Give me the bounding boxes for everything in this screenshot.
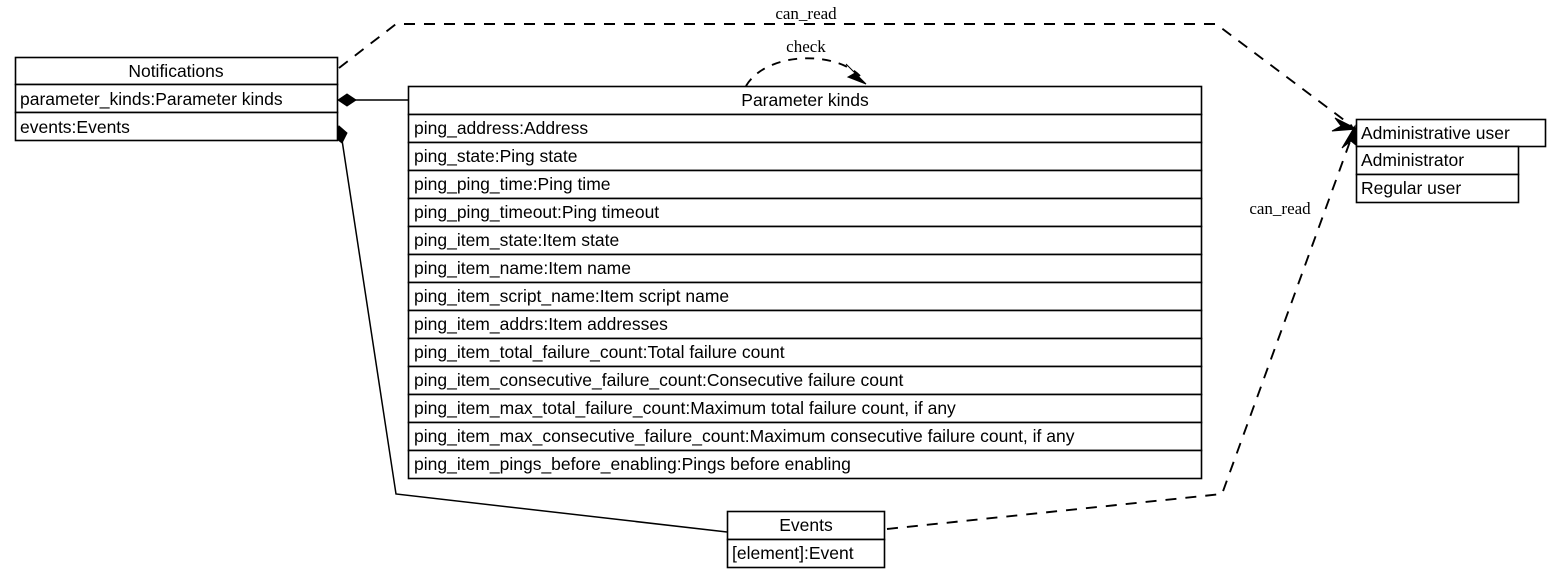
parameter-kinds-attribute: ping_item_total_failure_count:Total fail…: [414, 342, 785, 363]
administrative-user-title-cell: [1355, 118, 1547, 148]
class-box-administrative-user[interactable]: Administrative user Administrator Regula…: [1355, 118, 1547, 204]
administrative-user-title: Administrative user: [1361, 123, 1510, 143]
edge-label-can-read-bottom: can_read: [1249, 199, 1311, 218]
class-box-parameter-kinds[interactable]: Parameter kinds ping_address:Address pin…: [407, 85, 1203, 480]
administrative-user-attribute: Administrator: [1361, 150, 1464, 170]
class-box-events[interactable]: Events [element]:Event: [726, 510, 886, 569]
parameter-kinds-attr-cell-6: [407, 281, 1203, 312]
parameter-kinds-attribute: ping_ping_timeout:Ping timeout: [414, 202, 659, 223]
notifications-attribute: parameter_kinds:Parameter kinds: [20, 89, 283, 110]
composition-diamond-parameter-kinds: [337, 93, 357, 107]
events-title-cell: [726, 510, 886, 541]
parameter-kinds-attr-cell-9: [407, 365, 1203, 396]
edge-line-owns-events: [341, 139, 728, 533]
parameter-kinds-attribute: ping_item_name:Item name: [414, 258, 631, 279]
parameter-kinds-title: Parameter kinds: [741, 90, 869, 110]
events-attribute: [element]:Event: [732, 543, 854, 563]
parameter-kinds-attr-cell-11: [407, 421, 1203, 452]
parameter-kinds-attribute: ping_item_consecutive_failure_count:Cons…: [414, 370, 903, 391]
parameter-kinds-attr-cell-10: [407, 393, 1203, 424]
parameter-kinds-attribute: ping_item_state:Item state: [414, 230, 619, 251]
parameter-kinds-attribute: ping_state:Ping state: [414, 146, 577, 167]
events-title: Events: [779, 515, 833, 535]
parameter-kinds-attr-cell-2: [407, 169, 1203, 200]
parameter-kinds-attribute: ping_item_script_name:Item script name: [414, 286, 729, 307]
parameter-kinds-attribute: ping_item_addrs:Item addresses: [414, 314, 668, 335]
parameter-kinds-attribute: ping_ping_time:Ping time: [414, 174, 611, 195]
parameter-kinds-attribute: ping_address:Address: [414, 118, 588, 139]
edge-events-can-read-admin: can_read: [886, 124, 1358, 530]
administrative-user-attr-cell-1: [1355, 173, 1520, 204]
administrative-user-attribute: Regular user: [1361, 178, 1461, 198]
arrowhead-check: [845, 63, 867, 85]
arrowhead-can-read-top: [1331, 117, 1359, 132]
edge-parameter-kinds-check: check: [745, 37, 867, 87]
notifications-attribute: events:Events: [20, 117, 130, 137]
edge-line-can-read-top: [338, 23, 1353, 127]
edge-line-can-read-bottom: [886, 135, 1353, 530]
edge-notifications-owns-parameter-kinds: [337, 93, 408, 107]
notifications-title: Notifications: [128, 61, 224, 81]
parameter-kinds-attr-cell-0: [407, 113, 1203, 144]
parameter-kinds-attr-cell-8: [407, 337, 1203, 368]
parameter-kinds-attribute: ping_item_pings_before_enabling:Pings be…: [414, 454, 851, 475]
parameter-kinds-attr-cell-4: [407, 225, 1203, 256]
edge-label-check: check: [786, 37, 826, 56]
notifications-title-cell: [14, 56, 339, 86]
notifications-attr-cell-1: [14, 111, 339, 142]
edge-notifications-can-read-admin: can_read: [338, 4, 1359, 132]
parameter-kinds-attr-cell-12: [407, 449, 1203, 480]
edge-label-can-read-top: can_read: [775, 4, 837, 23]
class-box-notifications[interactable]: Notifications parameter_kinds:Parameter …: [14, 56, 339, 142]
events-attr-cell-0: [726, 538, 886, 569]
parameter-kinds-attr-cell-3: [407, 197, 1203, 228]
administrative-user-attr-cell-0: [1355, 145, 1520, 176]
parameter-kinds-attribute: ping_item_max_total_failure_count:Maximu…: [414, 398, 956, 419]
parameter-kinds-attribute: ping_item_max_consecutive_failure_count:…: [414, 426, 1075, 447]
edge-line-check: [745, 57, 861, 87]
